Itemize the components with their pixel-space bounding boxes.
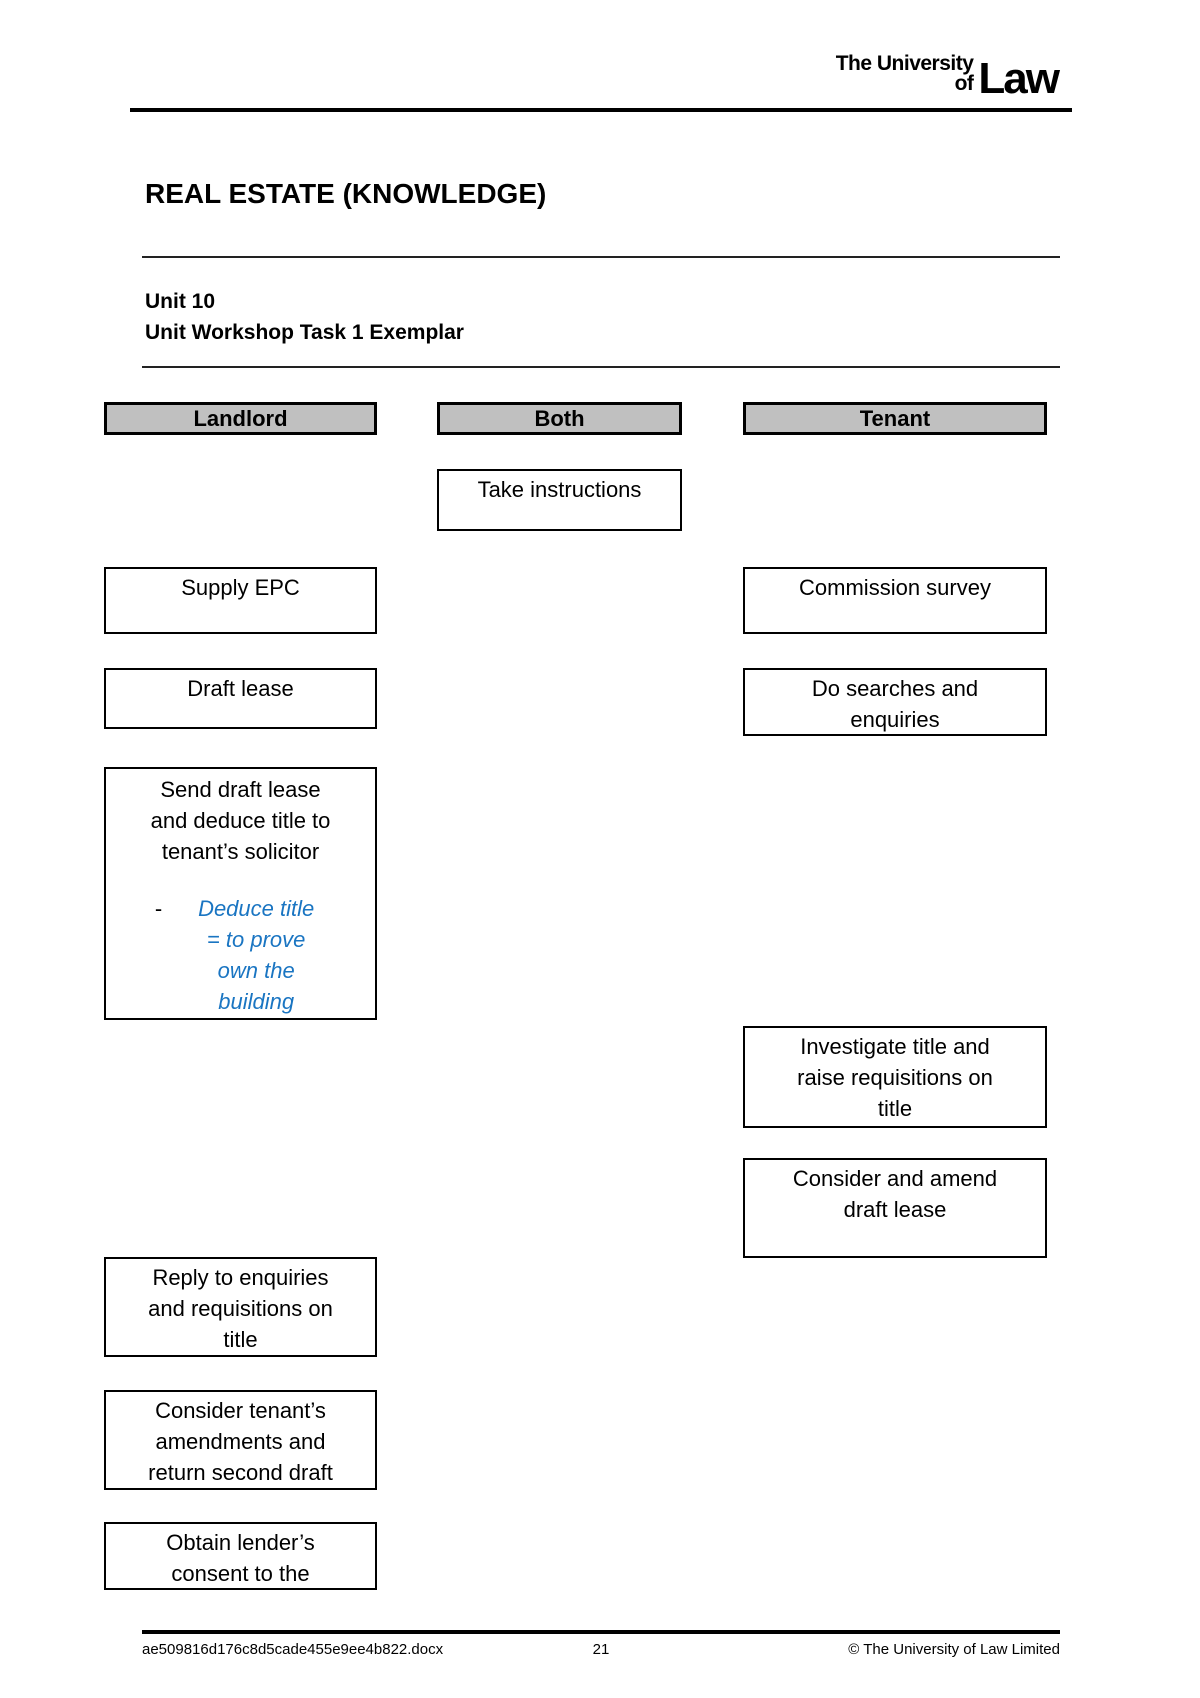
page-title: REAL ESTATE (KNOWLEDGE) xyxy=(145,178,547,209)
tenant-label: Tenant xyxy=(859,406,931,431)
flow-box-draft-lease: Draft lease xyxy=(104,668,377,729)
supply-epc-text: Supply EPC xyxy=(181,575,300,600)
deduce-title-note-text: Deduce title = to prove own the building xyxy=(198,895,315,1014)
logo-law-wordmark: Law xyxy=(978,54,1060,103)
note-bullet-dash: - xyxy=(154,895,163,921)
column-header-both: Both xyxy=(437,402,682,435)
title-divider xyxy=(142,256,1060,258)
flow-box-send-draft-lease: Send draft lease and deduce title to ten… xyxy=(104,767,377,1020)
header-divider xyxy=(130,108,1072,112)
commission-survey-text: Commission survey xyxy=(799,575,991,600)
obtain-lenders-consent-text: Obtain lender’s consent to the xyxy=(166,1530,315,1586)
footer-filename: ae509816d176c8d5cade455e9ee4b822.docx xyxy=(142,1641,444,1658)
unit-number: Unit 10 xyxy=(145,290,216,313)
flow-box-commission-survey: Commission survey xyxy=(743,567,1047,634)
investigate-title-text: Investigate title and raise requisitions… xyxy=(797,1034,993,1121)
footer-copyright: © The University of Law Limited xyxy=(848,1641,1060,1658)
logo-line2: of xyxy=(954,72,974,95)
university-of-law-logo: The University of Law xyxy=(835,52,1060,103)
do-searches-text: Do searches and enquiries xyxy=(811,676,979,732)
flow-box-do-searches: Do searches and enquiries xyxy=(743,668,1047,736)
unit-heading: Unit 10 Unit Workshop Task 1 Exemplar xyxy=(145,286,464,348)
both-label: Both xyxy=(534,406,585,431)
take-instructions-text: Take instructions xyxy=(477,477,642,502)
footer-page-number: 21 xyxy=(592,1641,610,1658)
logo-small-text: The University of xyxy=(835,52,974,95)
draft-lease-text: Draft lease xyxy=(187,676,294,701)
flow-box-supply-epc: Supply EPC xyxy=(104,567,377,634)
column-header-landlord: Landlord xyxy=(104,402,377,435)
flow-box-investigate-title: Investigate title and raise requisitions… xyxy=(743,1026,1047,1128)
flow-box-reply-enquiries: Reply to enquiries and requisitions on t… xyxy=(104,1257,377,1357)
footer-divider xyxy=(142,1630,1060,1634)
flow-box-obtain-lenders-consent: Obtain lender’s consent to the xyxy=(104,1522,377,1590)
unit-subtitle: Unit Workshop Task 1 Exemplar xyxy=(145,321,464,344)
reply-enquiries-text: Reply to enquiries and requisitions on t… xyxy=(148,1265,333,1352)
landlord-label: Landlord xyxy=(193,406,288,431)
send-draft-lease-text: Send draft lease and deduce title to ten… xyxy=(150,776,331,864)
consider-tenants-amendments-text: Consider tenant’s amendments and return … xyxy=(148,1398,333,1485)
column-header-tenant: Tenant xyxy=(743,402,1047,435)
flow-box-consider-tenants-amendments: Consider tenant’s amendments and return … xyxy=(104,1390,377,1490)
flow-box-consider-amend-draft-lease: Consider and amend draft lease xyxy=(743,1158,1047,1258)
consider-amend-draft-lease-text: Consider and amend draft lease xyxy=(792,1166,998,1222)
logo-line1: The University xyxy=(835,52,974,75)
flow-box-take-instructions: Take instructions xyxy=(437,469,682,531)
deduce-title-note: - Deduce title = to prove own the buildi… xyxy=(155,893,326,1017)
page-footer: ae509816d176c8d5cade455e9ee4b822.docx 21… xyxy=(142,1641,1060,1658)
unit-divider xyxy=(142,366,1060,368)
